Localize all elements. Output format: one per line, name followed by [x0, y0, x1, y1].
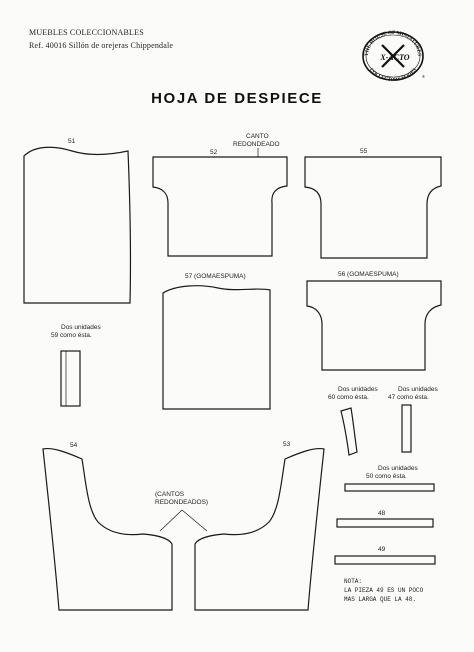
- cantos-note: (CANTOS: [155, 491, 185, 498]
- piece-50-outline: [344, 483, 435, 492]
- sheet-title: HOJA DE DESPIECE: [151, 90, 323, 107]
- piece-57-outline: [162, 285, 271, 410]
- piece-56-number: 56 (GOMAESPUMA): [338, 271, 399, 278]
- piece-59-outline: [60, 350, 81, 407]
- piece-53-outline: [194, 447, 325, 611]
- piece-49-outline: [334, 555, 436, 565]
- piece-54-number: 54: [70, 442, 78, 449]
- piece-57-number: 57 (GOMAESPUMA): [185, 273, 246, 280]
- piece-60-number-note: 60 como ésta.: [328, 394, 369, 401]
- x-acto-logo: THE HOUSE OF MINIATURES COLLECTORS SERIE…: [362, 30, 425, 82]
- piece-59-number-note: 59 como ésta.: [51, 332, 92, 339]
- piece-48-outline: [336, 518, 434, 528]
- piece-52-redondeado-note: REDONDEADO: [233, 141, 280, 148]
- piece-60-outline: [340, 407, 358, 456]
- note-line-1: LA PIEZA 49 ES UN POCO: [344, 587, 424, 594]
- model-reference: Ref. 40016 Sillón de orejeras Chippendal…: [29, 41, 174, 50]
- redondeados-note: REDONDEADOS): [155, 499, 209, 506]
- piece-55-outline: [304, 156, 442, 259]
- piece-51-outline: [23, 146, 131, 304]
- piece-50-note: Dos unidades: [378, 465, 418, 472]
- piece-49-number: 49: [378, 546, 386, 553]
- piece-56-outline: [306, 280, 442, 371]
- piece-52-outline: [152, 156, 288, 257]
- piece-47-note: Dos unidades: [398, 386, 438, 393]
- piece-52-canto-note: CANTO: [246, 133, 269, 140]
- piece-53-number: 53: [283, 441, 291, 448]
- note-line-2: MAS LARGA QUE LA 48.: [344, 596, 417, 603]
- piece-47-outline: [401, 404, 412, 453]
- piece-52-number: 52: [210, 149, 218, 156]
- collection-title: MUEBLES COLECCIONABLES: [29, 28, 144, 37]
- note-heading: NOTA:: [344, 578, 363, 585]
- piece-59-note: Dos unidades: [61, 324, 101, 331]
- piece-54-outline: [42, 447, 173, 611]
- piece-48-number: 48: [378, 510, 386, 517]
- piece-60-note: Dos unidades: [338, 386, 378, 393]
- logo-registered-mark: ®: [422, 74, 425, 79]
- piece-50-number-note: 50 como ésta.: [366, 473, 407, 480]
- piece-51-number: 51: [68, 138, 76, 145]
- logo-brand: X-ACTO: [379, 53, 409, 62]
- piece-55-number: 55: [360, 148, 368, 155]
- piece-47-number-note: 47 como ésta.: [388, 394, 429, 401]
